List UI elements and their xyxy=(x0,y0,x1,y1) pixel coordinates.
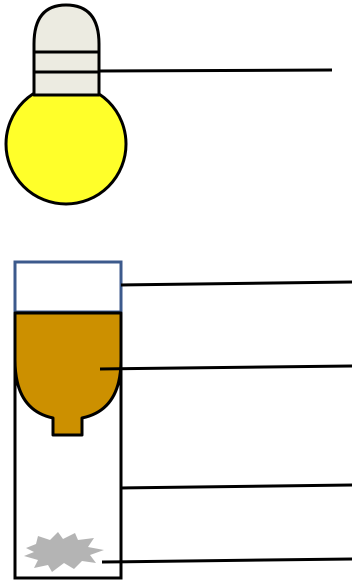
light-bulb-icon xyxy=(4,3,128,206)
bulb-glass xyxy=(4,82,128,206)
tube-stopper xyxy=(13,260,123,314)
sediment-leader-line xyxy=(101,557,352,564)
stopper-leader-line xyxy=(120,280,352,287)
test-tube-icon xyxy=(13,260,123,580)
liquid-leader-line xyxy=(99,364,352,371)
bulb-leader-line xyxy=(98,68,333,73)
tube-leader-line xyxy=(120,483,352,490)
tube-liquid xyxy=(13,311,123,437)
starburst-sediment-icon xyxy=(24,532,104,572)
bulb-cap xyxy=(32,3,101,97)
